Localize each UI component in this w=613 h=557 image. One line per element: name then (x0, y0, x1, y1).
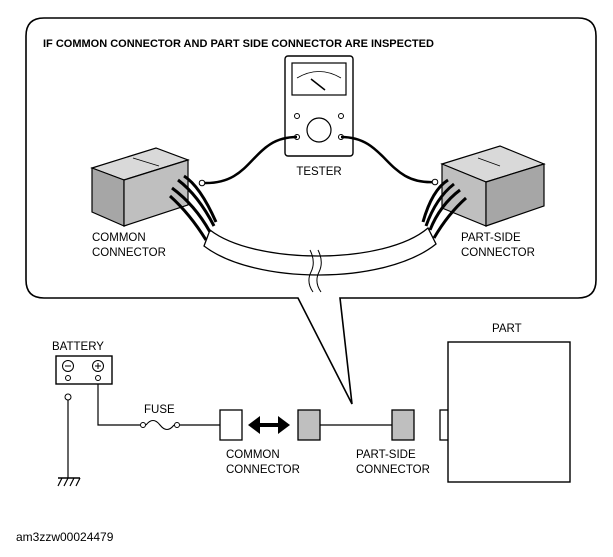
ground-icon (57, 477, 81, 487)
fuse-label: FUSE (144, 404, 175, 416)
part-side-connector-female (391, 409, 415, 441)
battery-label: BATTERY (52, 341, 104, 353)
circuit-part-side-connector-label: CONNECTOR (356, 464, 430, 476)
common-connector-label: CONNECTOR (92, 247, 166, 259)
figure-code: am3zzw00024479 (16, 530, 114, 544)
part-side-connector-label: PART-SIDE (461, 232, 521, 244)
fuse-icon (140, 419, 180, 431)
callout-title: IF COMMON CONNECTOR AND PART SIDE CONNEC… (43, 38, 434, 50)
tester-lead-right (340, 135, 436, 184)
wire-harness (203, 226, 437, 276)
circuit-common-connector-label: COMMON (226, 449, 280, 461)
tester-label: TESTER (296, 166, 341, 178)
double-arrow-icon (248, 416, 290, 434)
connector-block-icon (440, 145, 546, 227)
part-box (447, 341, 571, 483)
circuit-part-side-connector-label: PART-SIDE (356, 449, 416, 461)
circuit-common-connector-label: CONNECTOR (226, 464, 300, 476)
tester-lead-left (202, 135, 298, 185)
connector-block-icon (90, 147, 190, 227)
battery-positive-wire (97, 384, 140, 426)
callout-bubble (25, 17, 597, 405)
part-label: PART (492, 323, 522, 335)
multimeter-icon (284, 55, 354, 157)
common-connector-female (297, 409, 321, 441)
common-connector-male (219, 409, 243, 441)
part-side-connector-label: CONNECTOR (461, 247, 535, 259)
common-connector-label: COMMON (92, 232, 146, 244)
battery-icon (55, 355, 113, 385)
